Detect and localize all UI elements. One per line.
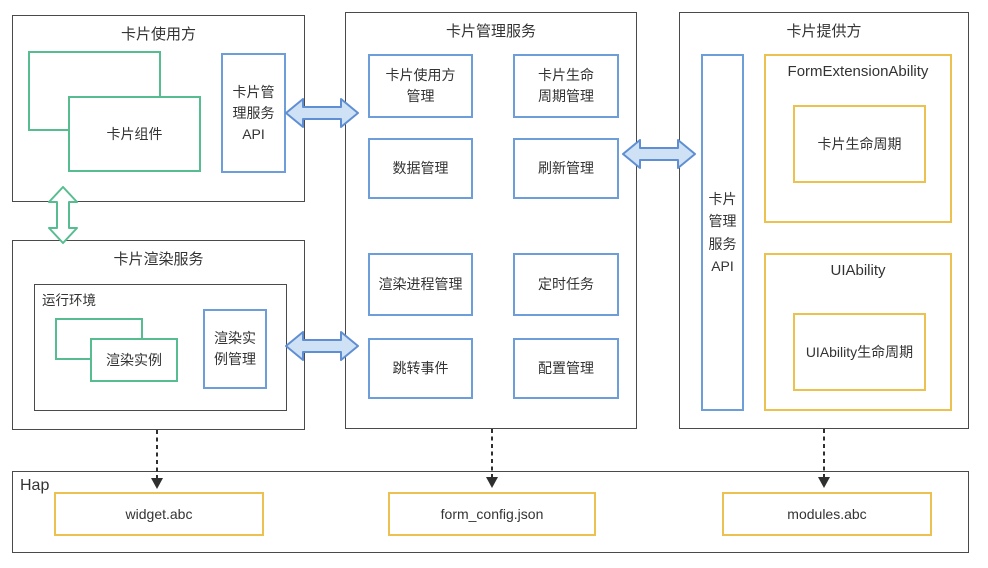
- card-component-box: 卡片组件: [68, 96, 201, 172]
- module-card-user-mgmt: 卡片使用方 管理: [368, 54, 473, 118]
- runtime-env-label: 运行环境: [42, 293, 96, 308]
- dashed-arrow-widget-icon: [151, 430, 163, 490]
- provider-mgmt-api-box: 卡片 管理 服务 API: [701, 54, 744, 411]
- card-mgmt-api-box: 卡片管 理服务 API: [221, 53, 286, 173]
- card-provider-box: 卡片提供方 卡片 管理 服务 API FormExtensionAbility …: [679, 12, 969, 429]
- blue-double-arrow-mgmt-provider-icon: [622, 139, 696, 169]
- card-lifecycle-box: 卡片生命周期: [793, 105, 926, 183]
- card-user-title: 卡片使用方: [120, 26, 196, 43]
- module-data-mgmt: 数据管理: [368, 138, 473, 199]
- dashed-arrow-form-config-icon: [486, 429, 498, 489]
- card-render-service-box: 卡片渲染服务 运行环境 渲染实例 渲染实 例管理: [12, 240, 305, 430]
- runtime-env-box: 运行环境 渲染实例 渲染实 例管理: [34, 284, 287, 411]
- module-refresh-mgmt: 刷新管理: [513, 138, 619, 199]
- card-provider-title: 卡片提供方: [786, 23, 862, 40]
- card-render-service-title: 卡片渲染服务: [113, 251, 204, 268]
- green-double-arrow-icon: [48, 186, 78, 244]
- form-extension-ability-title: FormExtensionAbility: [787, 63, 929, 80]
- render-instance-mgmt-box: 渲染实 例管理: [203, 309, 267, 389]
- form-config-json-box: form_config.json: [388, 492, 596, 536]
- module-timer-task: 定时任务: [513, 253, 619, 316]
- modules-abc-box: modules.abc: [722, 492, 932, 536]
- dashed-arrow-modules-icon: [818, 429, 830, 489]
- card-mgmt-service-title: 卡片管理服务: [445, 23, 536, 40]
- form-extension-ability-box: FormExtensionAbility 卡片生命周期: [764, 54, 952, 223]
- widget-abc-box: widget.abc: [54, 492, 264, 536]
- uiability-lifecycle-box: UIAbility生命周期: [793, 313, 926, 391]
- hap-box: Hap widget.abc form_config.json modules.…: [12, 471, 969, 553]
- module-config-mgmt: 配置管理: [513, 338, 619, 399]
- uiability-box: UIAbility UIAbility生命周期: [764, 253, 952, 411]
- uiability-title: UIAbility: [830, 262, 886, 279]
- module-card-lifecycle-mgmt: 卡片生命 周期管理: [513, 54, 619, 118]
- card-mgmt-service-box: 卡片管理服务 卡片使用方 管理 卡片生命 周期管理 数据管理 刷新管理 渲染进程…: [345, 12, 637, 429]
- blue-double-arrow-user-mgmt-icon: [285, 98, 359, 128]
- card-user-box: 卡片使用方 卡片组件 卡片管 理服务 API: [12, 15, 305, 202]
- module-render-process-mgmt: 渲染进程管理: [368, 253, 473, 316]
- render-instance-box: 渲染实例: [90, 338, 178, 382]
- blue-double-arrow-render-mgmt-icon: [285, 331, 359, 361]
- module-jump-event: 跳转事件: [368, 338, 473, 399]
- hap-label: Hap: [20, 477, 50, 494]
